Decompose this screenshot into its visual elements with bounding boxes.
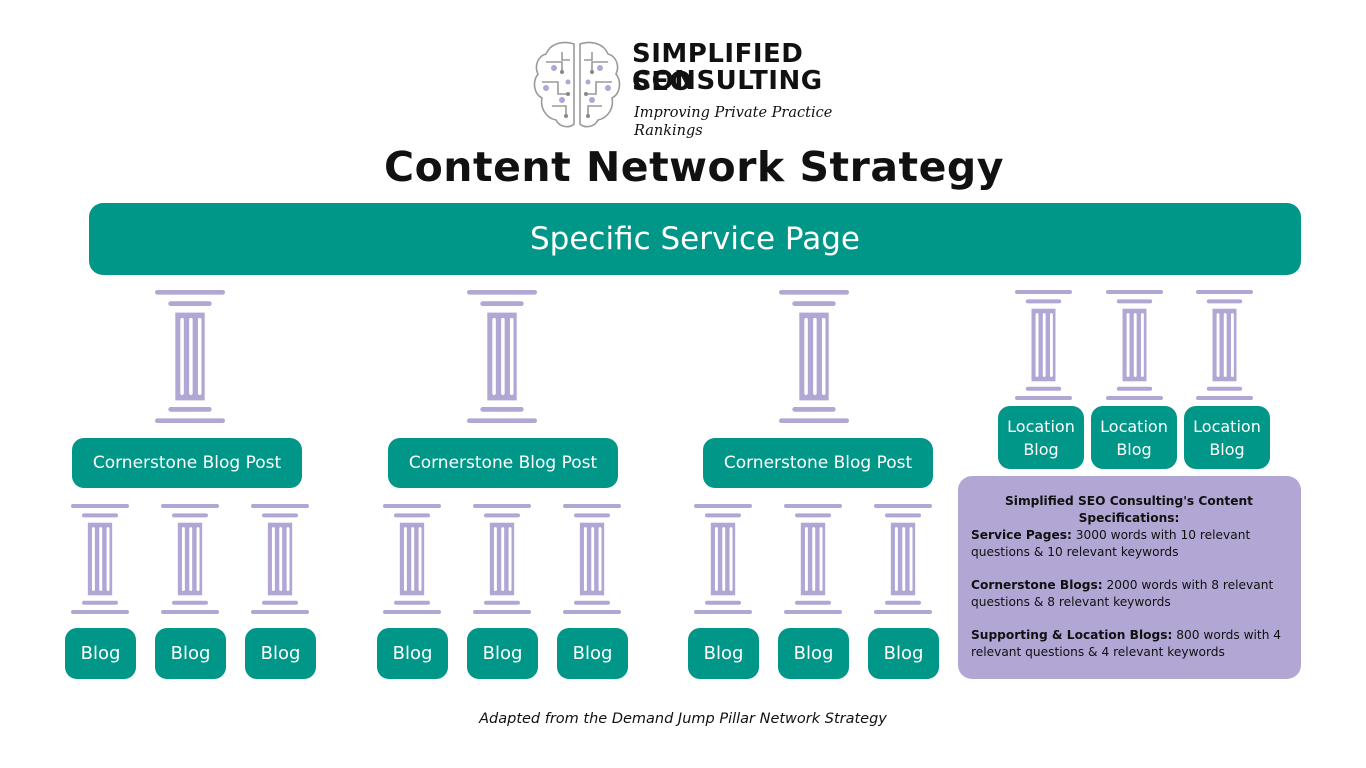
blog-box: Blog (65, 628, 136, 679)
spec-text: 800 words with 4 relevant questions & 4 … (971, 628, 1282, 659)
blog-label: Blog (392, 643, 433, 664)
spec-label: Service Pages: (971, 528, 1072, 542)
location-blog-box: Location Blog (1184, 406, 1270, 469)
pillar-icon (161, 504, 219, 614)
brain-circuit-icon (532, 38, 622, 130)
specs-heading: Simplified SEO Consulting's Content Spec… (1004, 494, 1254, 525)
blog-box: Blog (245, 628, 316, 679)
cornerstone-box-1: Cornerstone Blog Post (72, 438, 302, 488)
blog-box: Blog (377, 628, 448, 679)
pillar-icon (155, 290, 225, 423)
location-blog-box: Location Blog (998, 406, 1084, 469)
spec-text: 2000 words with 8 relevant questions & 8… (971, 578, 1274, 609)
pillar-icon (467, 290, 537, 423)
cornerstone-label: Cornerstone Blog Post (92, 453, 282, 473)
blog-box: Blog (155, 628, 226, 679)
blog-label: Blog (883, 643, 924, 664)
logo-line1: SIMPLIFIED SEO (632, 39, 804, 97)
blog-box: Blog (688, 628, 759, 679)
pillar-icon (71, 504, 129, 614)
location-line2: Blog (1116, 439, 1152, 459)
logo-tagline: Improving Private Practice Rankings (634, 105, 833, 139)
cornerstone-box-2: Cornerstone Blog Post (388, 438, 618, 488)
pillar-icon (563, 504, 621, 614)
cornerstone-box-3: Cornerstone Blog Post (703, 438, 933, 488)
pillar-icon (874, 504, 932, 614)
logo-line2: CONSULTING (632, 66, 823, 96)
location-line2: Blog (1209, 439, 1245, 459)
spec-cornerstone-blogs: Cornerstone Blogs: 2000 words with 8 rel… (971, 577, 1293, 611)
spec-label: Supporting & Location Blogs: (971, 628, 1173, 642)
blog-box: Blog (868, 628, 939, 679)
cornerstone-label: Cornerstone Blog Post (408, 453, 598, 473)
content-specifications-box: Simplified SEO Consulting's Content Spec… (958, 476, 1301, 679)
service-page-label: Specific Service Page (530, 221, 860, 257)
pillar-icon (251, 504, 309, 614)
blog-label: Blog (170, 643, 211, 664)
blog-box: Blog (778, 628, 849, 679)
blog-label: Blog (703, 643, 744, 664)
location-line1: Location (1007, 416, 1075, 436)
cornerstone-label: Cornerstone Blog Post (723, 453, 913, 473)
spec-text: 3000 words with 10 relevant questions & … (971, 528, 1251, 559)
pillar-icon (1195, 290, 1253, 400)
blog-label: Blog (482, 643, 523, 664)
pillar-icon (779, 290, 849, 423)
pillar-icon (1105, 290, 1163, 400)
specific-service-page-box: Specific Service Page (89, 203, 1301, 275)
spec-supporting-location-blogs: Supporting & Location Blogs: 800 words w… (971, 627, 1293, 661)
blog-label: Blog (260, 643, 301, 664)
blog-label: Blog (572, 643, 613, 664)
page-title: Content Network Strategy (384, 143, 1004, 191)
location-line1: Location (1100, 416, 1168, 436)
location-blog-box: Location Blog (1091, 406, 1177, 469)
pillar-icon (383, 504, 441, 614)
spec-service-pages: Service Pages: 3000 words with 10 releva… (971, 527, 1293, 561)
pillar-icon (1014, 290, 1072, 400)
pillar-icon (694, 504, 752, 614)
spec-label: Cornerstone Blogs: (971, 578, 1103, 592)
location-line1: Location (1193, 416, 1261, 436)
blog-label: Blog (80, 643, 121, 664)
specs-list: Service Pages: 3000 words with 10 releva… (971, 527, 1293, 661)
footer-attribution: Adapted from the Demand Jump Pillar Netw… (479, 711, 887, 727)
blog-box: Blog (467, 628, 538, 679)
blog-label: Blog (793, 643, 834, 664)
location-line2: Blog (1023, 439, 1059, 459)
blog-box: Blog (557, 628, 628, 679)
logo: SIMPLIFIED SEO CONSULTING Improving Priv… (532, 38, 862, 139)
pillar-icon (784, 504, 842, 614)
pillar-icon (473, 504, 531, 614)
